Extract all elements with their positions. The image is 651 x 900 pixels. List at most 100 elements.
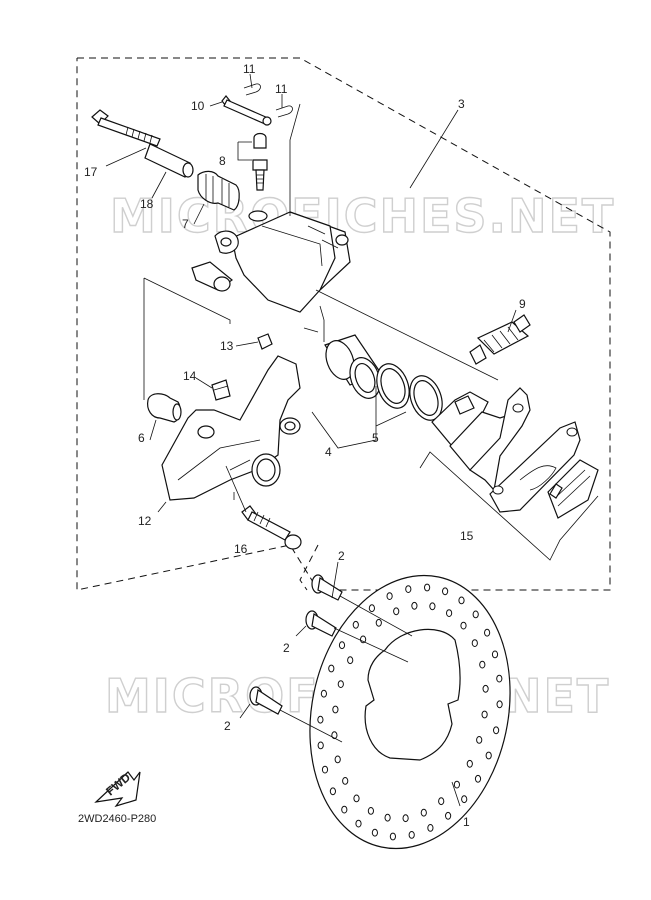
disc-hole	[355, 819, 362, 828]
pin-bolt-16	[241, 505, 302, 550]
disc-hole	[445, 811, 452, 820]
disc-hole	[375, 618, 382, 627]
clip-11a	[243, 83, 261, 96]
disc-hole	[446, 609, 453, 617]
boot-7	[197, 170, 240, 211]
disc-hole	[424, 583, 431, 592]
callout-16: 16	[234, 542, 248, 556]
disc-hole	[471, 639, 478, 647]
rotor-bolt-2a	[311, 574, 343, 601]
disc-hole	[458, 596, 465, 605]
rotor-bolt-2c	[249, 686, 283, 715]
disc-hole	[472, 610, 479, 619]
disc-hole	[371, 828, 378, 837]
disc-hole	[496, 674, 503, 683]
disc-hole	[368, 604, 375, 613]
seals-5	[376, 363, 443, 421]
disc-hole	[329, 787, 336, 796]
disc-hole	[481, 710, 488, 719]
disc-hole	[334, 755, 341, 764]
callout-8: 8	[219, 154, 226, 168]
diagram-code: 2WD2460-P280	[78, 813, 156, 825]
disc-hole	[461, 795, 468, 804]
disc-hole	[420, 808, 427, 817]
disc-hole	[496, 700, 503, 709]
disc-hole	[317, 715, 324, 724]
boot-6	[147, 393, 182, 423]
disc-hole	[474, 774, 482, 783]
callout-2c: 2	[224, 719, 231, 733]
disc-hole	[367, 807, 374, 815]
disc-hole	[411, 601, 418, 610]
callout-15: 15	[460, 529, 474, 543]
callout-1: 1	[463, 815, 470, 829]
disc-hole	[393, 607, 400, 616]
disc-hole	[402, 814, 409, 823]
disc-hole	[476, 736, 483, 744]
bracket-12	[161, 355, 301, 501]
callout-10: 10	[191, 99, 205, 113]
disc-hole	[328, 664, 335, 673]
piston-4	[324, 334, 381, 399]
pad-spring-9	[469, 314, 531, 365]
disc-hole	[485, 751, 492, 760]
disc-hole	[347, 656, 354, 665]
leader-lines	[105, 73, 599, 807]
disc-hole	[337, 680, 344, 688]
rotor-assembly-outline	[299, 544, 319, 591]
disc-hole	[466, 759, 473, 768]
disc-hole	[320, 689, 327, 698]
pin-10	[221, 95, 272, 126]
callout-11a: 11	[243, 62, 256, 76]
callout-18: 18	[140, 197, 154, 211]
disc-hole	[342, 777, 349, 785]
disc-hole	[331, 731, 338, 740]
disc-hole	[386, 592, 393, 600]
callout-3: 3	[458, 97, 465, 111]
disc-hole	[405, 585, 412, 593]
brake-pads-15	[431, 387, 599, 519]
disc-hole	[353, 794, 360, 803]
bolt-17	[91, 109, 161, 147]
callout-17: 17	[84, 165, 98, 179]
caliper-body	[191, 210, 351, 313]
callouts: 1 2 2 2 3 4 5 6 7 8 9 10 11 11 12 13 14 …	[84, 62, 526, 829]
disc-hole	[341, 805, 348, 814]
disc-hole	[338, 641, 346, 650]
disc-hole	[389, 832, 396, 841]
brake-disc-1	[309, 574, 511, 850]
disc-hole	[493, 726, 500, 735]
disc-hole	[317, 741, 324, 750]
disc-hole	[484, 628, 491, 637]
disc-hole	[427, 824, 434, 832]
disc-holes	[317, 583, 503, 841]
callout-5: 5	[372, 431, 379, 445]
clip-14	[211, 379, 231, 401]
callout-6: 6	[138, 431, 145, 445]
rotor-bolt-2b	[305, 610, 337, 637]
callout-9: 9	[519, 297, 526, 311]
sleeve-18	[144, 143, 194, 178]
callout-4: 4	[325, 445, 332, 459]
disc-hole	[352, 620, 359, 629]
disc-hole	[479, 660, 486, 669]
disc-hole	[438, 797, 445, 806]
disc-hole	[442, 587, 449, 596]
disc-hole	[453, 780, 460, 789]
disc-hole	[321, 765, 329, 774]
callout-14: 14	[183, 369, 197, 383]
disc-hole	[460, 621, 467, 630]
clip-13	[257, 333, 273, 350]
disc-hole	[332, 705, 339, 714]
clip-11b	[275, 105, 293, 118]
watermark-top: MICROFICHES.NET	[110, 189, 615, 243]
callout-13: 13	[220, 339, 234, 353]
disc-hole	[384, 813, 391, 822]
fwd-arrow-icon: FWD	[94, 770, 141, 808]
callout-11b: 11	[275, 82, 288, 96]
disc-hole	[408, 831, 415, 839]
callout-7: 7	[182, 217, 189, 231]
callout-2b: 2	[283, 641, 290, 655]
disc-hole	[482, 684, 489, 693]
